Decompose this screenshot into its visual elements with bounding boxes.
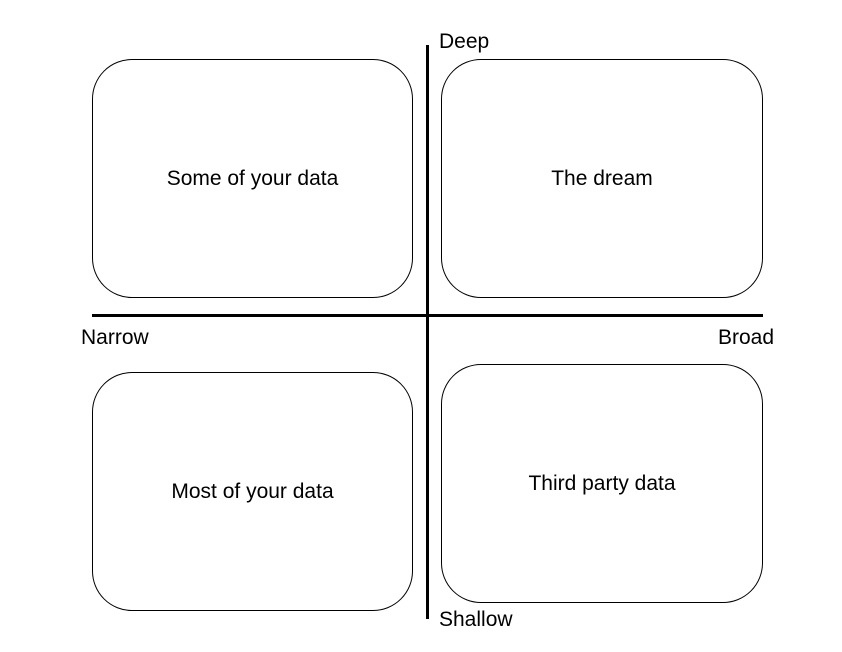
axis-label-shallow: Shallow — [439, 608, 513, 631]
quadrant-top-left-label: Some of your data — [166, 166, 339, 190]
axis-label-narrow: Narrow — [81, 326, 149, 349]
quadrant-bottom-left-label: Most of your data — [171, 479, 334, 503]
quadrant-bottom-right: Third party data — [441, 364, 763, 603]
quadrant-top-right: The dream — [441, 59, 763, 298]
quadrant-bottom-right-label: Third party data — [528, 471, 676, 495]
axis-label-broad: Broad — [718, 326, 775, 349]
quadrant-top-right-label: The dream — [551, 166, 653, 190]
axis-label-deep: Deep — [439, 30, 490, 53]
vertical-axis-line — [426, 45, 429, 619]
horizontal-axis-line — [92, 314, 763, 317]
quadrant-bottom-left: Most of your data — [92, 372, 413, 611]
quadrant-top-left: Some of your data — [92, 59, 413, 298]
